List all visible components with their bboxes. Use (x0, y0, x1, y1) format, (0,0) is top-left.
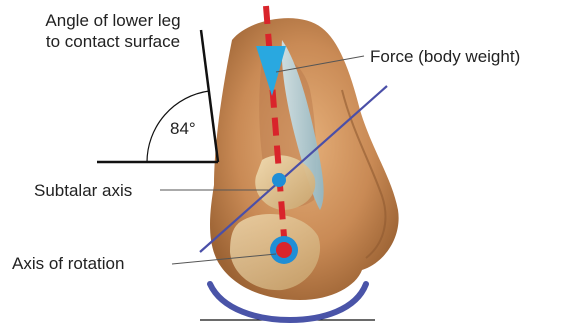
rotation-center (276, 242, 292, 258)
force-label: Force (body weight) (370, 46, 520, 67)
angle-value: 84° (170, 118, 196, 139)
axis-of-rotation-label: Axis of rotation (12, 253, 124, 274)
angle-leg-line (201, 30, 218, 162)
blue-dot-icon (272, 173, 286, 187)
subtalar-axis-label: Subtalar axis (34, 180, 132, 201)
angle-label: Angle of lower leg to contact surface (38, 10, 188, 52)
